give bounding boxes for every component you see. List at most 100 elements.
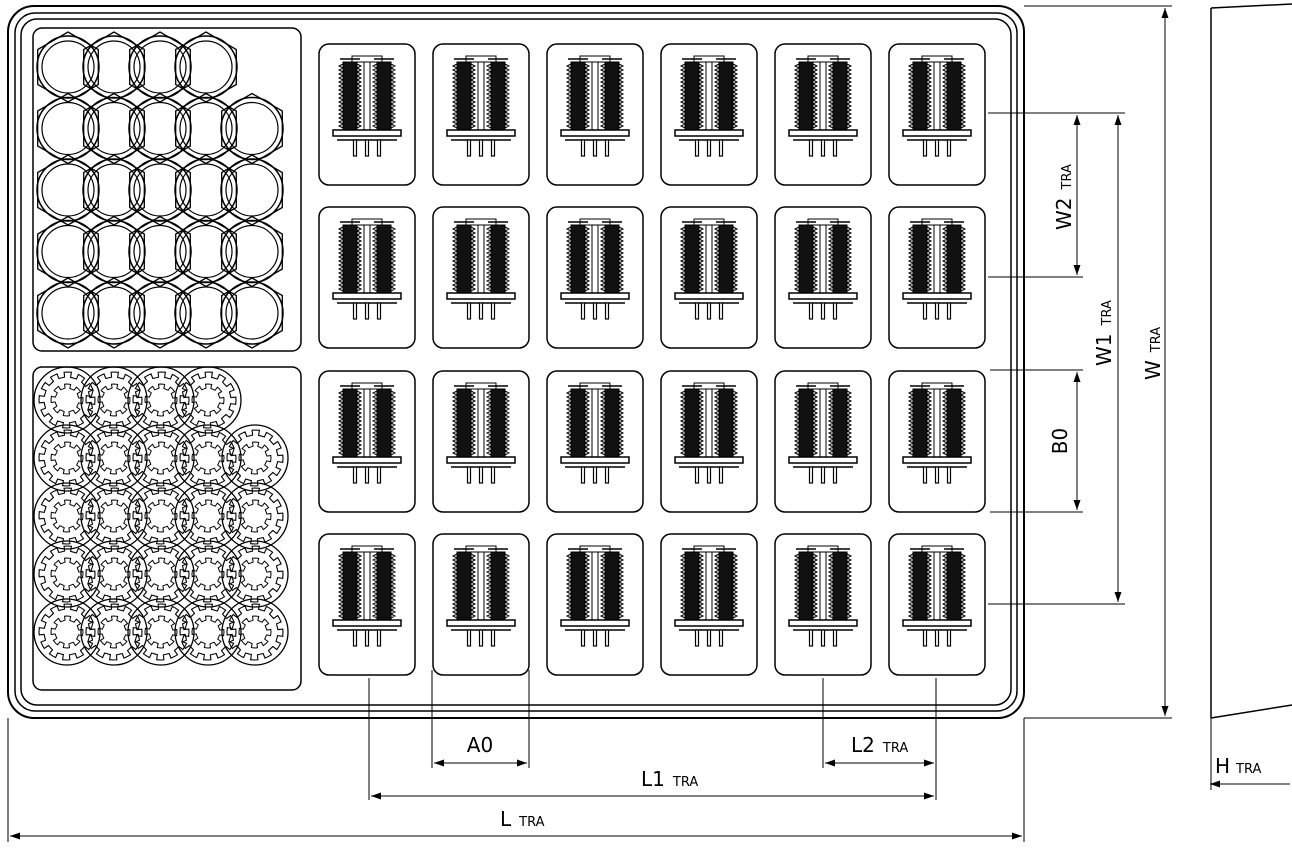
hex-nut [128, 154, 192, 226]
label-w2-suffix: TRA [1060, 164, 1075, 190]
hex-nut [174, 277, 238, 349]
hex-nut [82, 92, 146, 165]
hex-nut [174, 215, 238, 288]
relay-pocket [888, 533, 986, 676]
gear [174, 366, 242, 434]
relay-pocket [432, 43, 530, 186]
hex-nut [82, 215, 146, 288]
hex-nut [128, 277, 192, 349]
relay-pocket [318, 533, 416, 676]
relay-pocket [660, 43, 758, 186]
gear [80, 540, 148, 608]
gear-group [33, 366, 289, 666]
hex-nut-compartment [32, 27, 302, 352]
hex-nut [36, 215, 100, 288]
hex-nut [82, 31, 146, 103]
gear-compartment [32, 366, 302, 691]
hex-nut [174, 31, 238, 103]
gear [127, 540, 195, 608]
label-w-tra: W TRA [1141, 327, 1165, 380]
label-w-main: W [1141, 360, 1165, 380]
relay-pocket [432, 206, 530, 349]
relay-pocket [774, 206, 872, 349]
hex-nut [128, 31, 192, 103]
gear [174, 540, 242, 608]
gear [33, 598, 101, 666]
pocket-grid [318, 43, 986, 676]
gear [221, 482, 289, 550]
label-l1-suffix: TRA [672, 775, 698, 790]
relay-pocket [774, 43, 872, 186]
hex-nut [220, 92, 284, 165]
hex-nut [36, 31, 100, 103]
hex-nut [220, 277, 284, 349]
label-l-main: L [500, 807, 512, 831]
gear [221, 540, 289, 608]
label-w1-suffix: TRA [1100, 300, 1115, 326]
label-l1-main: L1 [641, 767, 665, 791]
label-h-main: H [1215, 754, 1230, 778]
relay-pocket [318, 370, 416, 513]
label-a0: A0 [467, 733, 493, 757]
relay-pocket [660, 533, 758, 676]
label-l1-tra: L1 TRA [641, 767, 698, 791]
hex-nut-group [36, 31, 284, 349]
gear [127, 482, 195, 550]
relay-pocket [660, 206, 758, 349]
relay-pocket [888, 206, 986, 349]
label-w1-main: W1 [1092, 334, 1116, 367]
relay-pocket [546, 533, 644, 676]
gear [127, 598, 195, 666]
label-b0: B0 [1048, 428, 1072, 454]
label-l2-suffix: TRA [882, 741, 908, 756]
gear [33, 540, 101, 608]
relay-pocket [774, 370, 872, 513]
label-h-tra: H TRA [1215, 754, 1261, 778]
hex-nut [174, 154, 238, 226]
gear [80, 424, 148, 492]
relay-pocket [318, 206, 416, 349]
hex-nut [82, 277, 146, 349]
relay-pocket [888, 43, 986, 186]
gear [221, 424, 289, 492]
hex-nut [220, 215, 284, 288]
tray-outline [7, 5, 1025, 719]
gear [127, 366, 195, 434]
hex-nut [36, 277, 100, 349]
relay-pocket [546, 206, 644, 349]
relay-pocket [774, 533, 872, 676]
relay-pocket [660, 370, 758, 513]
relay-pocket [432, 533, 530, 676]
hex-nut [128, 92, 192, 165]
tray-side-view [1210, 3, 1292, 790]
hex-nut [174, 92, 238, 165]
hex-nut [220, 154, 284, 226]
label-w2-tra: W2TRA [1052, 164, 1076, 230]
gear [80, 482, 148, 550]
hex-nut [36, 154, 100, 226]
label-l-suffix: TRA [518, 815, 544, 830]
relay-pocket [546, 370, 644, 513]
hex-nut [36, 92, 100, 165]
gear [174, 598, 242, 666]
relay-pocket [888, 370, 986, 513]
relay-pocket [432, 370, 530, 513]
gear [80, 598, 148, 666]
relay-pocket [546, 43, 644, 186]
gear [174, 424, 242, 492]
gear [33, 366, 101, 434]
dimension-lines [7, 5, 1172, 842]
hex-nut [82, 154, 146, 226]
gear [127, 424, 195, 492]
gear [80, 366, 148, 434]
label-w1-tra: W1 TRA [1092, 300, 1116, 366]
gear [33, 424, 101, 492]
label-h-suffix: TRA [1235, 762, 1261, 777]
label-w-suffix: TRA [1149, 327, 1164, 353]
hex-nut [128, 215, 192, 288]
relay-pocket [318, 43, 416, 186]
